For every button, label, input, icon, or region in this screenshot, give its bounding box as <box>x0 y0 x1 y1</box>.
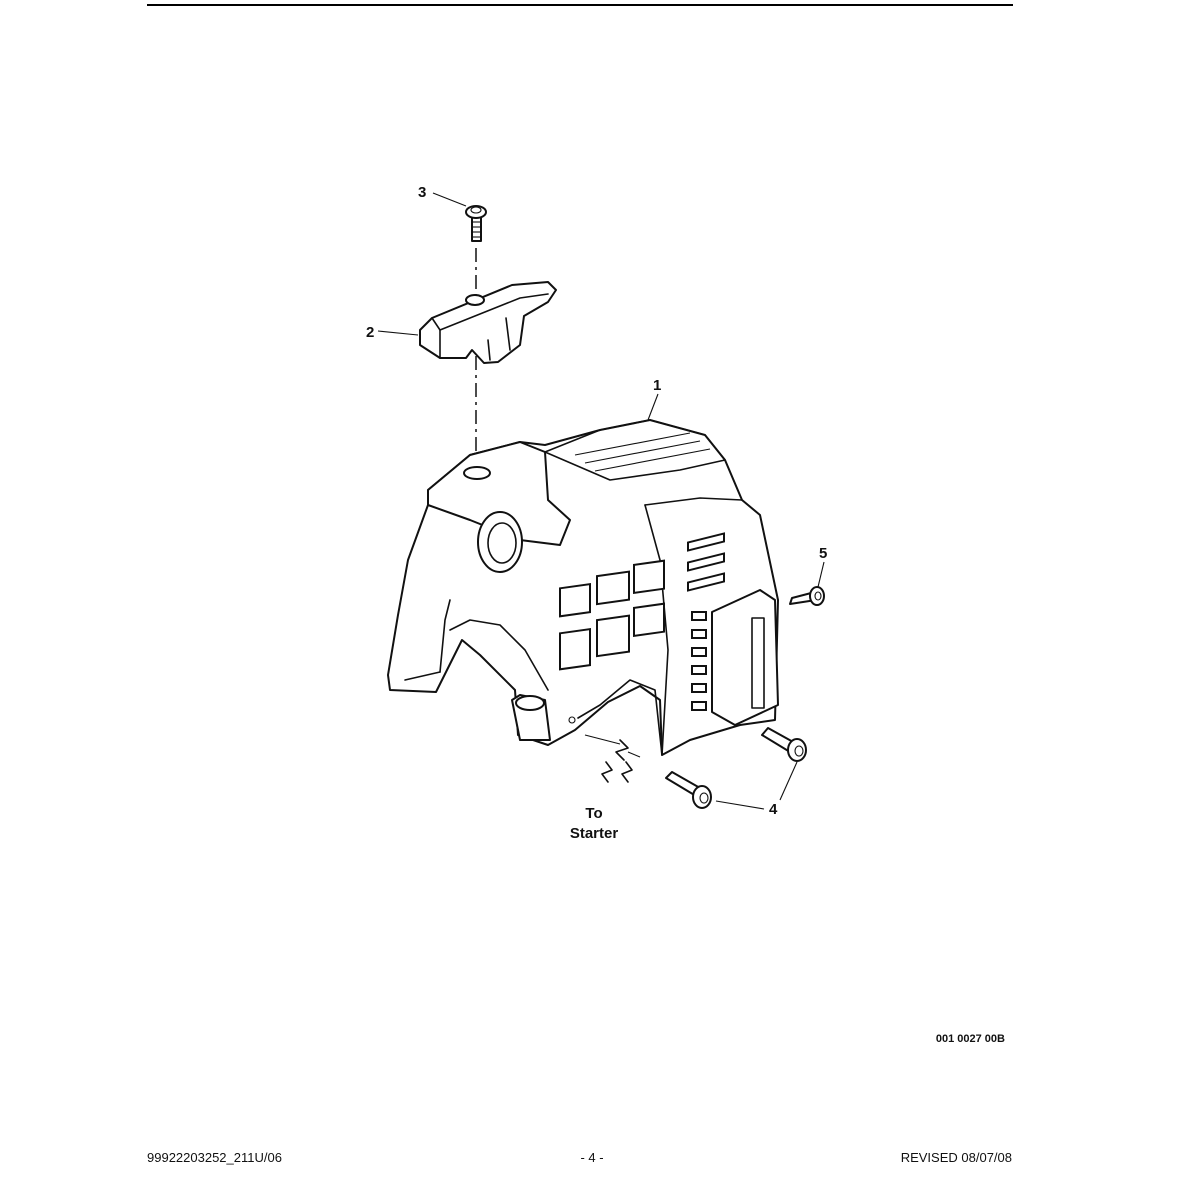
leader-5 <box>817 561 825 588</box>
part-2-grip <box>419 281 557 364</box>
part-4-bolt-upper <box>761 727 807 762</box>
leader-4b <box>779 761 798 801</box>
part-1-shroud <box>387 419 779 783</box>
header-rule <box>147 4 1013 6</box>
note-to-line: To <box>585 805 602 822</box>
callout-5: 5 <box>819 545 827 562</box>
leader-4a <box>715 800 765 810</box>
note-starter-line: Starter <box>570 825 619 842</box>
leader-1 <box>647 393 659 421</box>
footer-part-number: 99922203252_211U/06 <box>147 1150 282 1165</box>
footer-revised-date: REVISED 08/07/08 <box>900 1150 1012 1165</box>
callout-4: 4 <box>769 801 778 818</box>
callout-3: 3 <box>418 184 426 201</box>
part-3-screw <box>465 205 487 242</box>
leader-2 <box>377 330 419 336</box>
callout-1: 1 <box>653 377 661 394</box>
leader-3 <box>432 192 467 207</box>
footer-page-number: - 4 - <box>580 1150 604 1165</box>
part-5-bolt <box>789 586 825 606</box>
callout-2: 2 <box>366 324 374 341</box>
figure-code: 001 0027 00B <box>935 1033 1005 1045</box>
part-4-bolt-lower <box>665 771 712 809</box>
